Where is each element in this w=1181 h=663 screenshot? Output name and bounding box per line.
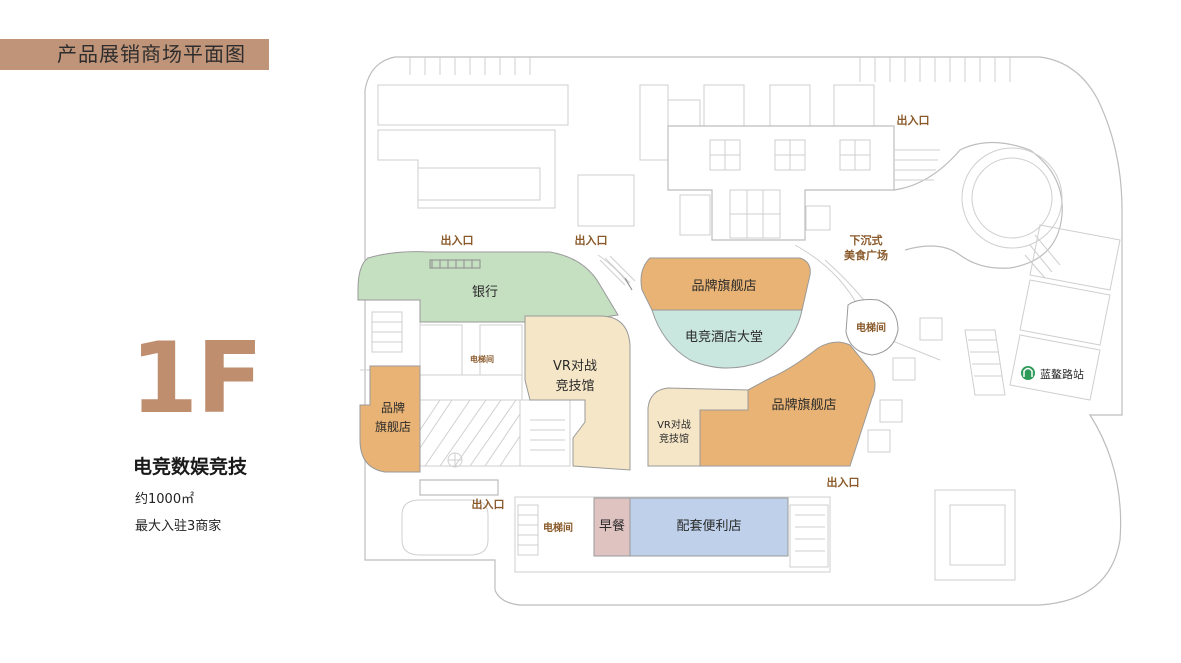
page-title: 产品展销商场平面图 xyxy=(57,42,246,66)
label-vr-arena-main-1: VR对战 xyxy=(553,359,597,374)
label-vr-arena-small-1: VR对战 xyxy=(657,418,691,431)
zone-convenience xyxy=(629,497,789,557)
label-elevator-bottom: 电梯间 xyxy=(543,521,573,534)
label-metro-station: 蓝鳌路站 xyxy=(1040,367,1084,381)
zone-flagship-top xyxy=(640,257,811,311)
label-vr-arena-small-2: 竞技馆 xyxy=(659,432,689,445)
label-sunken-plaza-2: 美食广场 xyxy=(844,248,888,262)
label-elevator-left: 电梯间 xyxy=(470,354,494,364)
label-exit-bottom-left: 出入口 xyxy=(472,497,505,511)
zone-bank xyxy=(357,251,619,323)
label-sunken-plaza-1: 下沉式 xyxy=(850,233,883,247)
metro-station-icon xyxy=(1021,366,1035,380)
zone-flagship-left xyxy=(359,365,421,473)
label-bank: 银行 xyxy=(472,285,498,300)
floor-tenants: 最大入驻3商家 xyxy=(135,519,222,534)
title-bar: 产品展销商场平面图 xyxy=(0,39,269,70)
label-flagship-top: 品牌旗舰店 xyxy=(691,278,756,294)
label-flagship-right: 品牌旗舰店 xyxy=(771,397,836,413)
label-exit-top-center: 出入口 xyxy=(575,233,608,247)
elevator-oval xyxy=(845,299,899,356)
label-convenience: 配套便利店 xyxy=(676,518,741,534)
label-elevator-right: 电梯间 xyxy=(856,321,886,334)
floor-area: 约1000㎡ xyxy=(135,492,195,507)
label-hotel-lobby: 电竞酒店大堂 xyxy=(685,329,763,345)
label-exit-top-left: 出入口 xyxy=(441,233,474,247)
label-exit-bottom-right: 出入口 xyxy=(827,475,860,489)
zone-flagship-right xyxy=(699,341,876,467)
label-flagship-left-1: 品牌 xyxy=(381,401,405,415)
zone-vr-arena-main xyxy=(524,315,631,471)
label-vr-arena-main-2: 竞技馆 xyxy=(555,378,594,394)
floor-name: 电竞数娱竞技 xyxy=(133,456,248,478)
floor-code: 1F xyxy=(130,322,263,436)
label-breakfast: 早餐 xyxy=(599,518,625,534)
label-exit-top-right: 出入口 xyxy=(897,113,930,127)
label-flagship-left-2: 旗舰店 xyxy=(375,419,411,434)
zone-hotel-lobby xyxy=(651,309,803,369)
zone-breakfast xyxy=(593,497,631,557)
